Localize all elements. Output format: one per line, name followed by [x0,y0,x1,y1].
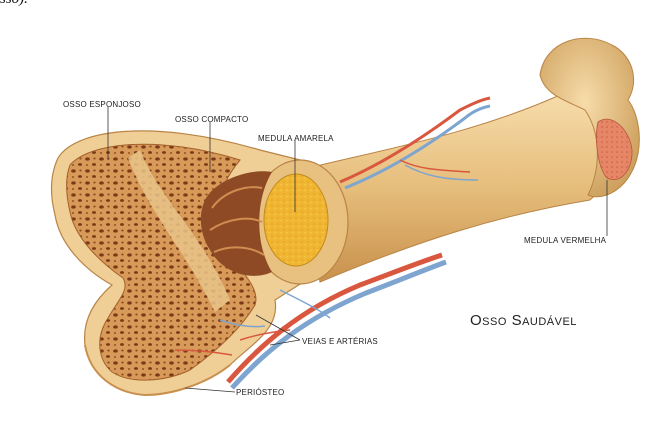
label-osso-esponjoso: OSSO ESPONJOSO [63,100,141,109]
label-medula-vermelha: MEDULA VERMELHA [524,236,606,245]
yellow-marrow [264,174,328,266]
diagram-title: Osso Saudável [470,312,577,329]
label-veias-arterias: VEIAS E ARTÉRIAS [302,337,378,346]
label-osso-compacto: OSSO COMPACTO [175,115,248,124]
label-periosteo: PERIÓSTEO [236,388,284,397]
label-medula-amarela: MEDULA AMARELA [258,134,334,143]
